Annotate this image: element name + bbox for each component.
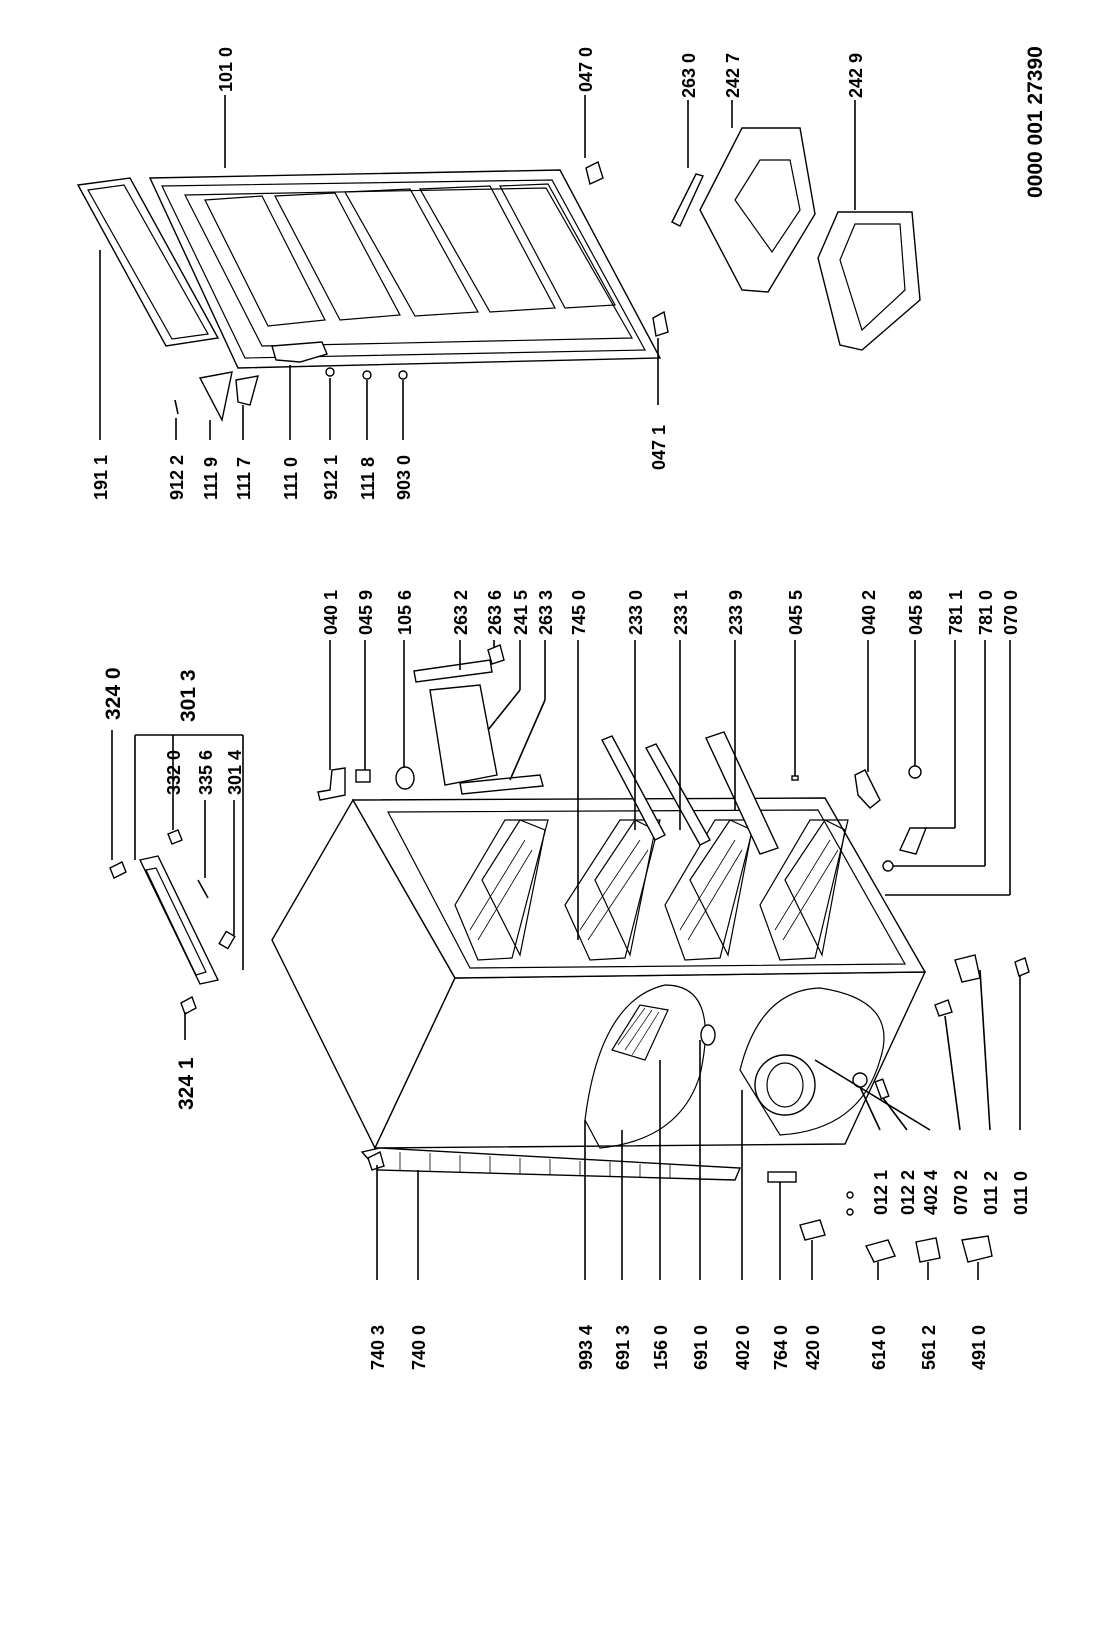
label-0702: 070 2: [951, 1170, 971, 1215]
label-2339: 233 9: [726, 590, 746, 635]
label-9934: 993 4: [576, 1325, 596, 1370]
label-3013: 301 3: [177, 669, 200, 722]
label-1911: 191 1: [91, 455, 111, 500]
label-7403: 740 3: [368, 1325, 388, 1370]
label-4024: 402 4: [921, 1170, 941, 1215]
label-0470: 047 0: [576, 47, 596, 92]
label-0455: 045 5: [786, 590, 806, 635]
label-1110: 111 0: [281, 457, 301, 500]
control-panel: [109, 829, 236, 1016]
label-0401: 040 1: [321, 590, 341, 635]
label-0122: 012 2: [898, 1170, 918, 1215]
label-7811: 781 1: [946, 590, 966, 635]
label-7450: 745 0: [569, 590, 589, 635]
label-1118: 111 8: [358, 457, 378, 500]
door-assembly: [76, 161, 669, 423]
label-0458: 045 8: [906, 590, 926, 635]
cabinet-body: [271, 797, 927, 1181]
label-2429: 242 9: [846, 53, 866, 98]
label-0471: 047 1: [649, 425, 669, 470]
label-1010: 101 0: [216, 47, 236, 92]
label-6913: 691 3: [613, 1325, 633, 1370]
label-1117: 111 7: [234, 457, 254, 500]
drawers: [671, 127, 921, 351]
label-0459: 045 9: [356, 590, 376, 635]
label-3014: 301 4: [225, 750, 245, 795]
label-6140: 614 0: [869, 1325, 889, 1370]
cover-1117-part: [235, 375, 259, 406]
label-1056: 105 6: [395, 590, 415, 635]
label-2330: 233 0: [626, 590, 646, 635]
label-2331: 233 1: [671, 590, 691, 635]
label-2633: 263 3: [536, 590, 556, 635]
label-7810: 781 0: [976, 590, 996, 635]
part-labels: 101 0 047 0 263 0 242 7 242 9 0000 001 2…: [91, 46, 1047, 1370]
label-2427: 242 7: [723, 53, 743, 98]
label-9121: 912 1: [321, 455, 341, 500]
label-4020: 402 0: [733, 1325, 753, 1370]
leader-lines: [99, 95, 1021, 1280]
doc-code: 0000 001 27390: [1024, 46, 1047, 198]
label-2632: 263 2: [451, 590, 471, 635]
label-0700: 070 0: [1001, 590, 1021, 635]
label-3320: 332 0: [164, 750, 184, 795]
label-2636: 263 6: [485, 590, 505, 635]
label-4910: 491 0: [969, 1325, 989, 1370]
label-1560: 156 0: [651, 1325, 671, 1370]
label-3241: 324 1: [175, 1057, 198, 1110]
label-9030: 903 0: [394, 455, 414, 500]
label-0402: 040 2: [859, 590, 879, 635]
label-7400: 740 0: [409, 1325, 429, 1370]
label-0112: 011 2: [981, 1171, 1001, 1215]
label-9122: 912 2: [167, 455, 187, 500]
label-7640: 764 0: [771, 1325, 791, 1370]
loose-parts: [367, 1150, 993, 1263]
label-2630: 263 0: [679, 53, 699, 98]
label-4200: 420 0: [803, 1325, 823, 1370]
interior-parts: [317, 644, 1030, 1100]
label-3356: 335 6: [196, 750, 216, 795]
cover-1119-part: [198, 371, 233, 423]
label-6910: 691 0: [691, 1325, 711, 1370]
label-5612: 561 2: [919, 1325, 939, 1370]
label-1119: 111 9: [201, 457, 221, 500]
label-0121: 012 1: [871, 1170, 891, 1215]
label-3240: 324 0: [102, 667, 125, 720]
label-2415: 241 5: [511, 590, 531, 635]
label-0110: 011 0: [1011, 1171, 1031, 1215]
